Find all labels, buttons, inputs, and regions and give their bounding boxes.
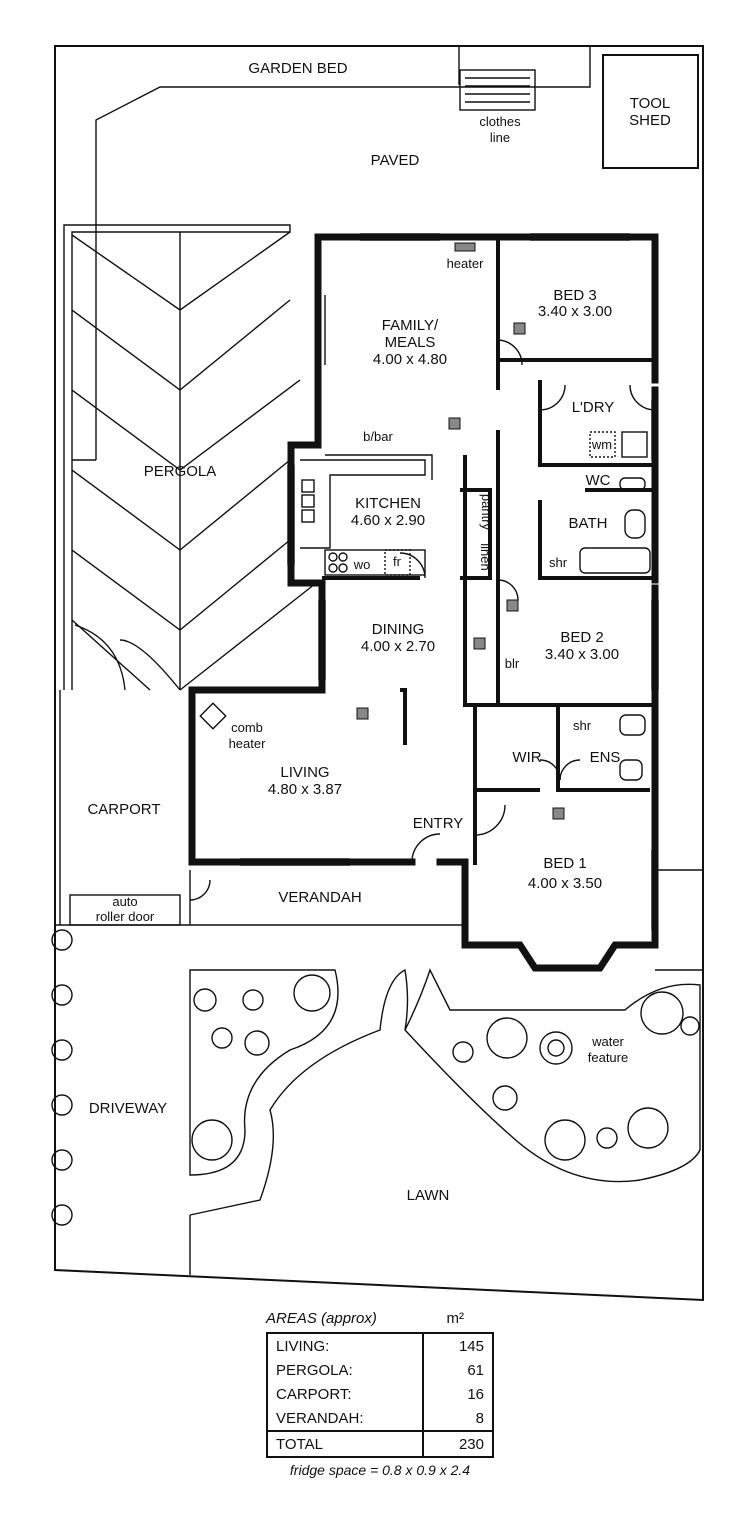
breakfast-bar-label: b/bar xyxy=(363,429,393,444)
living-label: LIVING xyxy=(280,764,329,781)
comb-heater-icon xyxy=(199,702,227,730)
bed1-label: BED 1 xyxy=(543,855,586,872)
bed1-dimensions: 4.00 x 3.50 xyxy=(528,875,602,892)
garden-bed-label: GARDEN BED xyxy=(248,60,347,77)
area-value: 16 xyxy=(422,1382,493,1406)
wm-label: wm xyxy=(591,437,612,452)
dining-dimensions: 4.00 x 2.70 xyxy=(361,638,435,655)
entry-label: ENTRY xyxy=(413,815,464,832)
area-value: 61 xyxy=(422,1358,493,1382)
laundry-label: L'DRY xyxy=(572,399,615,416)
clothes-line-icon xyxy=(459,69,536,111)
wall-oven-label: wo xyxy=(353,557,371,572)
area-name: VERANDAH: xyxy=(276,1409,364,1427)
total-label: TOTAL xyxy=(267,1430,423,1457)
kitchen-dimensions: 4.60 x 2.90 xyxy=(351,512,425,529)
areas-unit: m² xyxy=(446,1310,465,1327)
shower-label: shr xyxy=(549,555,568,570)
area-value: 8 xyxy=(422,1406,493,1431)
ensuite-shower-label: shr xyxy=(573,718,592,733)
pantry-label: pantry xyxy=(479,494,494,531)
kitchen-fittings xyxy=(300,454,433,579)
bed2-label: BED 2 xyxy=(560,629,603,646)
fridge-footnote: fridge space = 0.8 x 0.9 x 2.4 xyxy=(289,1462,471,1478)
area-row: CARPORT: 16 xyxy=(267,1382,493,1406)
area-value: 145 xyxy=(422,1333,493,1358)
tool-shed-label-2: SHED xyxy=(629,112,671,129)
vents xyxy=(356,242,565,820)
kitchen-label: KITCHEN xyxy=(355,495,421,512)
meals-label: MEALS xyxy=(385,334,436,351)
pergola-label: PERGOLA xyxy=(144,463,217,480)
bulk-linen-label: blr xyxy=(505,656,520,671)
bed3-label: BED 3 xyxy=(553,287,596,304)
ens-label: ENS xyxy=(590,749,621,766)
bathroom-fixtures xyxy=(579,431,651,781)
clothes-line-label: clothes xyxy=(479,114,521,129)
clothes-line-label-2: line xyxy=(490,130,510,145)
bed3-dimensions: 3.40 x 3.00 xyxy=(538,303,612,320)
house-walls xyxy=(188,233,659,972)
fridge-label: fr xyxy=(393,554,402,569)
family-dimensions: 4.00 x 4.80 xyxy=(373,351,447,368)
area-row: VERANDAH: 8 xyxy=(267,1406,493,1431)
areas-title: AREAS (approx) xyxy=(266,1310,377,1327)
auto-roller-door-label: auto xyxy=(112,894,137,909)
heater-label: heater xyxy=(447,256,485,271)
garden-beds xyxy=(189,968,701,1275)
bed2-dimensions: 3.40 x 3.00 xyxy=(545,646,619,663)
auto-roller-door-label-2: roller door xyxy=(96,909,155,924)
area-row: PERGOLA: 61 xyxy=(267,1358,493,1382)
water-feature-label: water xyxy=(591,1034,624,1049)
bath-label: BATH xyxy=(569,515,608,532)
carport-label: CARPORT xyxy=(87,801,160,818)
comb-heater-label: comb xyxy=(231,720,263,735)
paved-label: PAVED xyxy=(371,152,420,169)
water-feature-label-2: feature xyxy=(588,1050,628,1065)
area-name: CARPORT: xyxy=(276,1385,352,1403)
total-row: TOTAL 230 xyxy=(267,1430,493,1457)
water-feature-icon xyxy=(539,1031,573,1065)
dining-label: DINING xyxy=(372,621,425,638)
linen-label: linen xyxy=(478,543,493,570)
area-name: LIVING: xyxy=(276,1337,330,1355)
pergola-roof xyxy=(59,224,321,925)
area-row: LIVING: 145 xyxy=(267,1333,493,1358)
site-lines xyxy=(55,869,703,971)
site-boundary xyxy=(54,45,704,1302)
shrubs xyxy=(51,929,700,1226)
wir-label: WIR xyxy=(512,749,541,766)
comb-heater-label-2: heater xyxy=(229,736,267,751)
windows xyxy=(240,233,659,930)
verandah-label: VERANDAH xyxy=(278,889,361,906)
family-label: FAMILY/ xyxy=(382,317,439,334)
wc-label: WC xyxy=(586,472,611,489)
door-swings xyxy=(189,295,656,901)
lawn-label: LAWN xyxy=(407,1187,450,1204)
area-name: PERGOLA: xyxy=(276,1361,353,1379)
tool-shed xyxy=(602,54,699,169)
driveway-label: DRIVEWAY xyxy=(89,1100,167,1117)
tool-shed-label: TOOL xyxy=(630,95,671,112)
total-value: 230 xyxy=(422,1430,493,1457)
living-dimensions: 4.80 x 3.87 xyxy=(268,781,342,798)
